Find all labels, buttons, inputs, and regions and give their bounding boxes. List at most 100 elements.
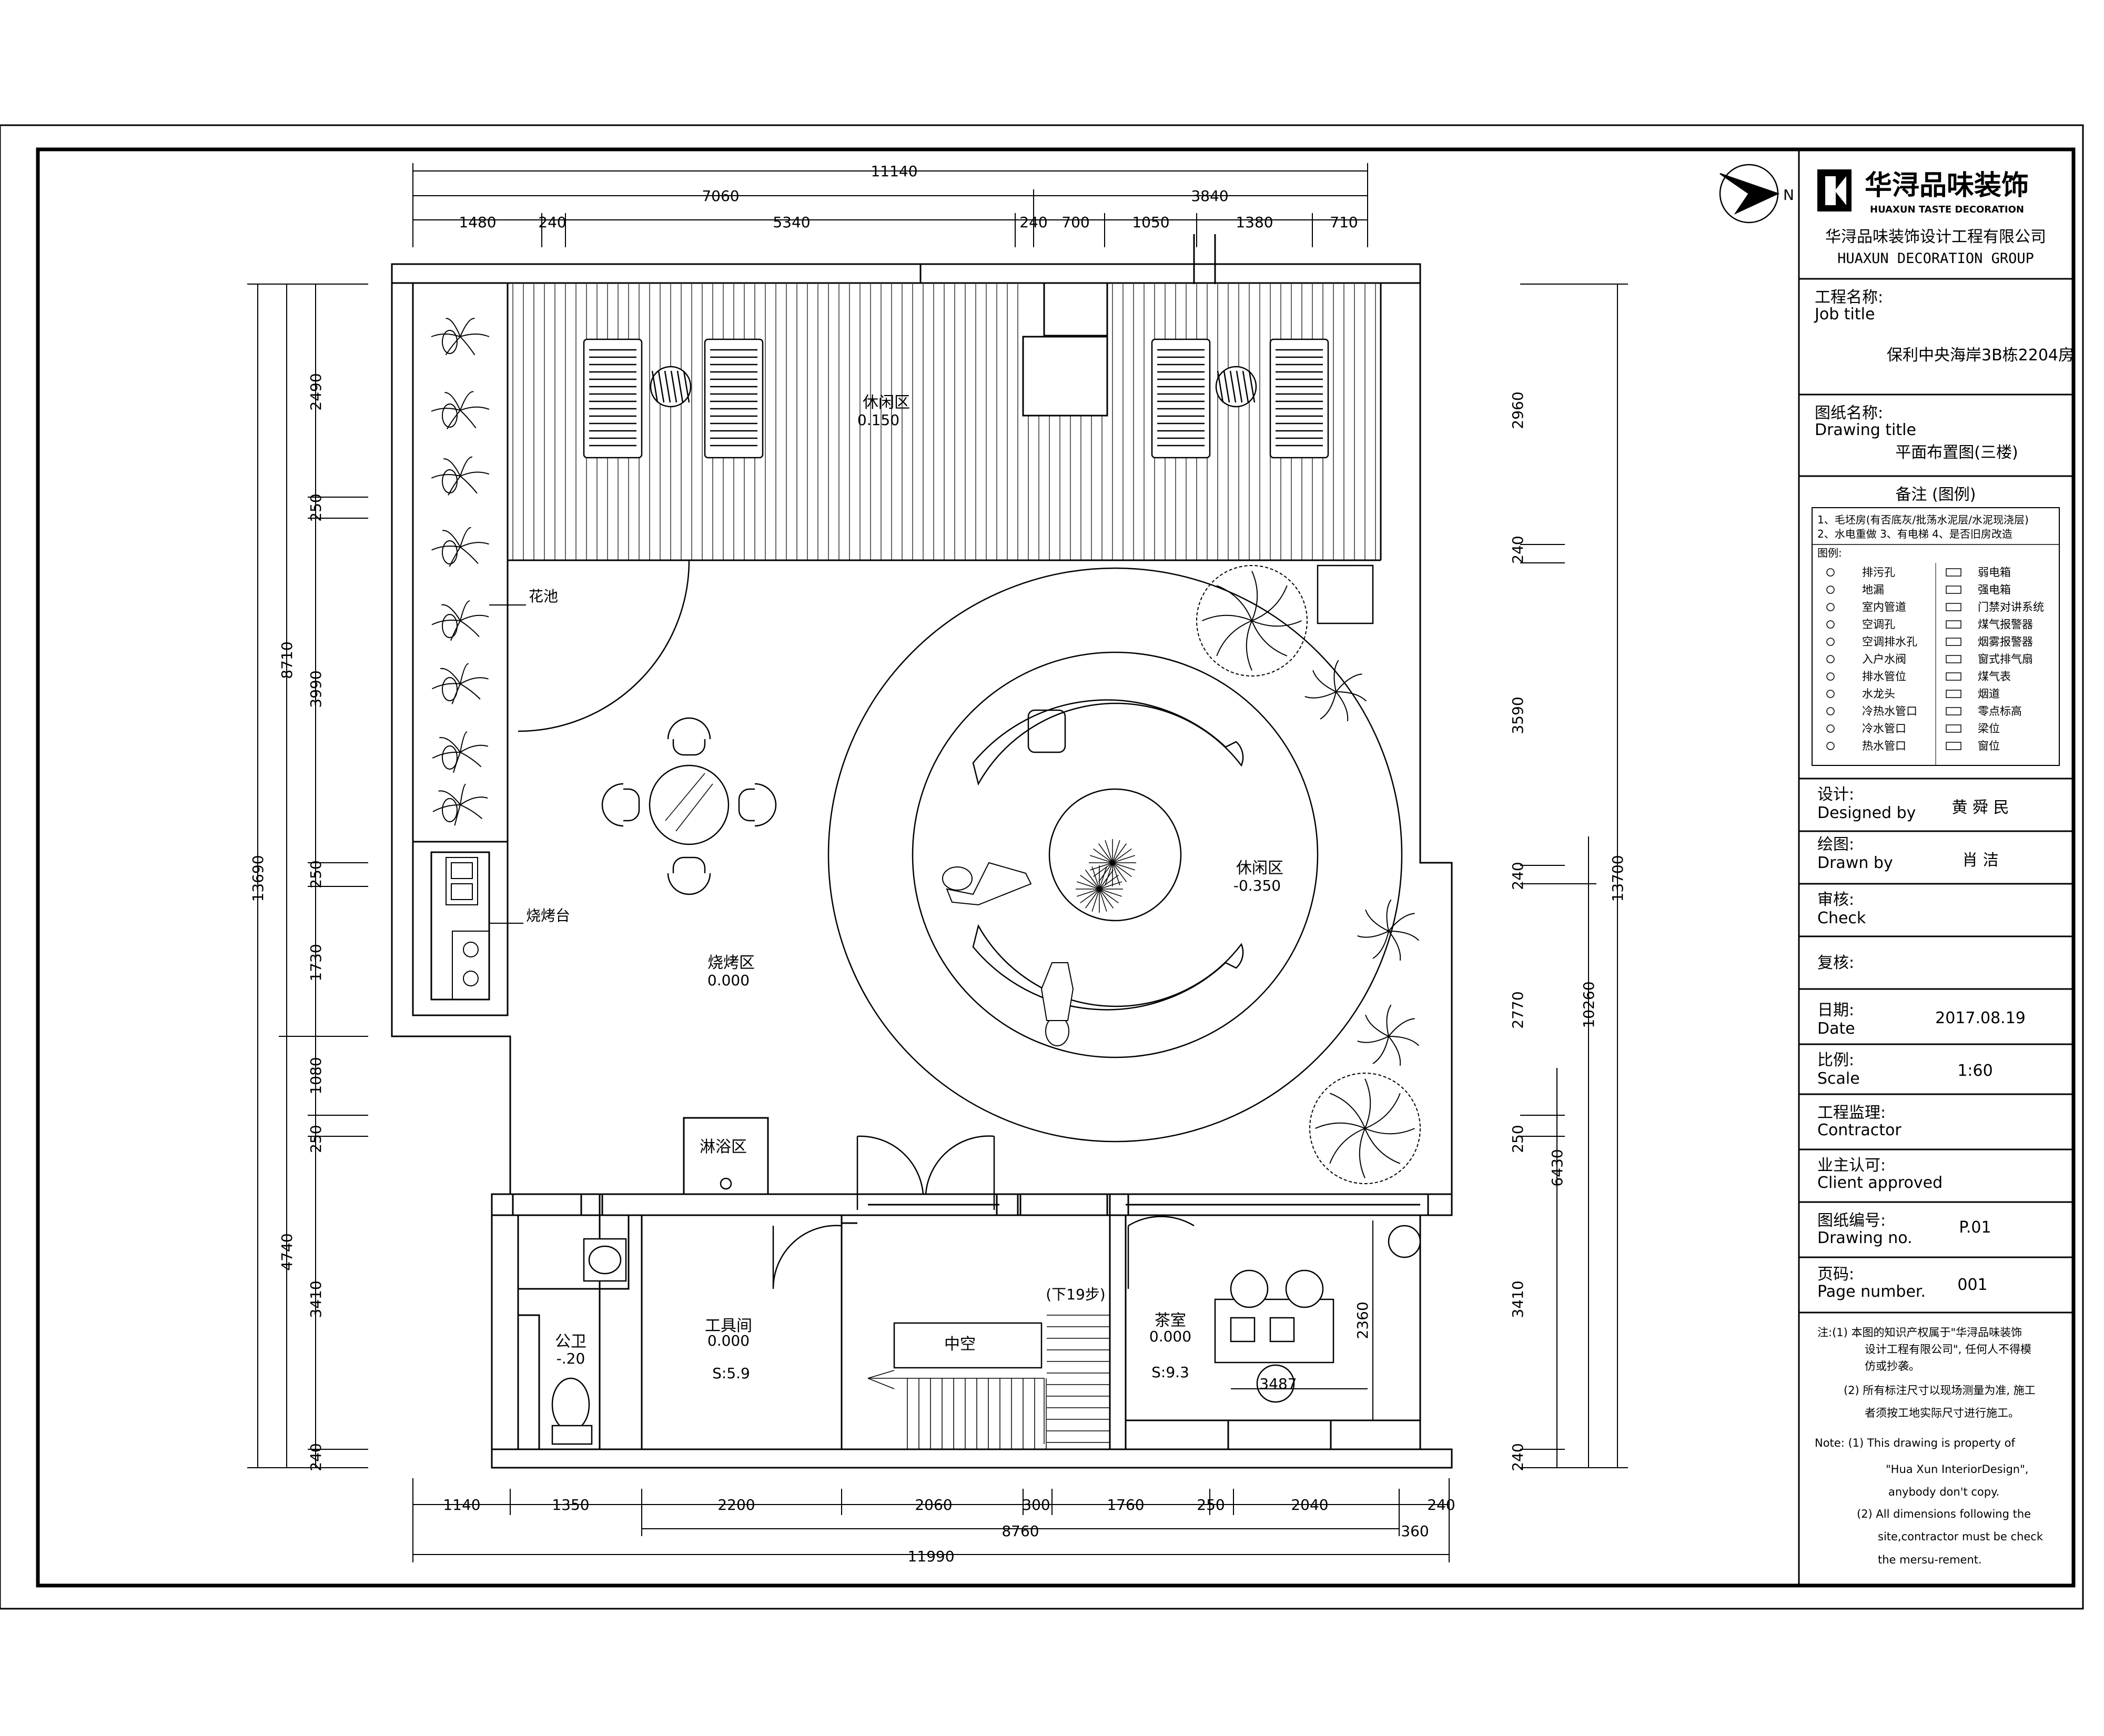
frond bbox=[1099, 889, 1107, 912]
shrub-leaf bbox=[1365, 1014, 1389, 1037]
title-block-fields: 设计: Designed by 黄 舜 民 绘图: Drawn by 肖 洁 审… bbox=[1817, 785, 2026, 1301]
legend-item: 煤气报警器 bbox=[1978, 618, 2033, 631]
leaf bbox=[441, 604, 461, 621]
company-full-name: 华浔品味装饰设计工程有限公司 bbox=[1825, 228, 2046, 246]
leaf bbox=[443, 458, 461, 477]
tree-branch bbox=[1251, 571, 1258, 621]
level-toilet: -.20 bbox=[557, 1350, 585, 1367]
frond bbox=[1112, 862, 1136, 871]
frond bbox=[1099, 870, 1114, 890]
frond bbox=[1099, 866, 1107, 890]
legend-item: 冷热水管口 bbox=[1862, 705, 1917, 718]
planter-plant bbox=[431, 456, 490, 496]
palm-plant bbox=[1076, 839, 1136, 913]
contractor-cn: 工程监理: bbox=[1817, 1104, 1886, 1122]
note-cn-line: 者须按工地实际尺寸进行施工。 bbox=[1865, 1407, 2019, 1419]
people-figures bbox=[942, 862, 1074, 1046]
frond bbox=[1099, 874, 1119, 890]
frond bbox=[1099, 889, 1114, 909]
label-leisure-top: 休闲区 bbox=[863, 393, 910, 412]
drawn-cn: 绘图: bbox=[1817, 835, 1854, 854]
side-table-slat bbox=[658, 370, 665, 403]
note-cn-line: 注:(1) 本图的知识产权属于"华浔品味装饰 bbox=[1817, 1326, 2022, 1339]
designed-value: 黄 舜 民 bbox=[1951, 799, 2009, 817]
dim-top-total: 11140 bbox=[871, 163, 917, 180]
shrub-leaf bbox=[1357, 1036, 1389, 1043]
frond bbox=[1076, 889, 1100, 897]
plant-stem bbox=[442, 745, 458, 770]
north-label: N bbox=[1783, 186, 1794, 204]
leaf bbox=[460, 677, 489, 684]
shrub-leaf bbox=[1386, 1004, 1392, 1037]
side-table-slat bbox=[676, 370, 684, 403]
dim-top-seg: 710 bbox=[1330, 214, 1358, 231]
level-tool-room: 0.000 bbox=[707, 1332, 750, 1349]
frond bbox=[1080, 874, 1100, 890]
frond bbox=[1105, 862, 1113, 886]
dim-right-seg: 2770 bbox=[1509, 991, 1526, 1028]
notes: 注:(1) 本图的知识产权属于"华浔品味装饰 设计工程有限公司", 任何人不得模… bbox=[1815, 1326, 2044, 1566]
legend-symbol-icon bbox=[1946, 724, 1961, 733]
leaf bbox=[449, 547, 461, 567]
stair-direction-arrow bbox=[867, 1370, 1045, 1444]
room-labels: 休闲区 0.150 休闲区 -0.350 烧烤区 0.000 烧烤台 花池 淋浴… bbox=[526, 393, 1371, 1392]
left-dimensions bbox=[247, 284, 368, 1468]
dim-right-seg: 3410 bbox=[1509, 1280, 1526, 1318]
shrub-leaf bbox=[1388, 1036, 1420, 1046]
leaf bbox=[460, 620, 480, 637]
dim-bottom-seg: 2200 bbox=[717, 1496, 755, 1513]
dim-tea-room-width: 3487 bbox=[1259, 1375, 1297, 1392]
shrub bbox=[1357, 899, 1420, 961]
label-bbq-counter: 烧烤台 bbox=[526, 907, 570, 924]
frond bbox=[1085, 870, 1100, 890]
shrub bbox=[1357, 1004, 1420, 1066]
dim-bottom-seg: 300 bbox=[1022, 1496, 1050, 1513]
frond bbox=[1112, 848, 1132, 863]
shrub-leaf bbox=[1320, 691, 1337, 720]
leaf bbox=[460, 752, 482, 768]
legend-symbol-icon bbox=[1826, 586, 1835, 594]
job-title-en: Job title bbox=[1814, 305, 1875, 324]
plant-stem bbox=[442, 330, 458, 354]
tree bbox=[1196, 565, 1308, 677]
drawing-no-value: P.01 bbox=[1959, 1218, 1991, 1237]
legend-item: 入户水阀 bbox=[1862, 653, 1906, 665]
plant-stem bbox=[442, 614, 458, 638]
plant-stem bbox=[442, 469, 458, 493]
leaf bbox=[432, 683, 461, 690]
dim-left-seg: 3410 bbox=[307, 1280, 325, 1318]
legend-item: 强电箱 bbox=[1978, 583, 2011, 596]
planter-plant bbox=[431, 391, 490, 430]
label-shower: 淋浴区 bbox=[700, 1138, 747, 1156]
dim-right-b: 6430 bbox=[1549, 1149, 1566, 1186]
plant-stem bbox=[442, 540, 458, 564]
leaf bbox=[460, 527, 471, 548]
dim-left-seg: 250 bbox=[307, 860, 325, 888]
label-leisure-circle: 休闲区 bbox=[1236, 859, 1283, 877]
leaf bbox=[432, 804, 461, 812]
frond bbox=[1112, 840, 1120, 863]
label-bbq-zone: 烧烤区 bbox=[707, 954, 755, 972]
leaf bbox=[460, 796, 488, 805]
sun-loungers bbox=[583, 338, 1329, 459]
dim-top-seg: 1380 bbox=[1236, 214, 1273, 231]
legend-symbol-icon bbox=[1946, 672, 1961, 681]
legend-item: 窗位 bbox=[1978, 740, 2000, 752]
dim-left-seg: 250 bbox=[307, 1125, 325, 1153]
legend-item: 煤气表 bbox=[1978, 670, 2011, 683]
note-cn-line: (2) 所有标注尺寸以现场测量为准, 施工 bbox=[1844, 1384, 2036, 1397]
job-title-value: 保利中央海岸3B栋2204房 bbox=[1887, 346, 2074, 365]
dim-top-seg: 1050 bbox=[1132, 214, 1169, 231]
dining-set bbox=[601, 717, 777, 895]
page-en: Page number. bbox=[1817, 1283, 1926, 1301]
shrub-leaf bbox=[1372, 1036, 1389, 1064]
frond bbox=[1112, 862, 1127, 882]
leaf bbox=[460, 804, 483, 820]
check-cn: 审核: bbox=[1817, 891, 1854, 909]
planter-plant bbox=[432, 783, 488, 826]
lounger-frame bbox=[1269, 338, 1329, 459]
leaf bbox=[460, 783, 466, 805]
side-table-slat bbox=[1248, 370, 1256, 403]
dim-top-seg: 240 bbox=[1019, 214, 1047, 231]
top-dimensions bbox=[412, 163, 1368, 247]
